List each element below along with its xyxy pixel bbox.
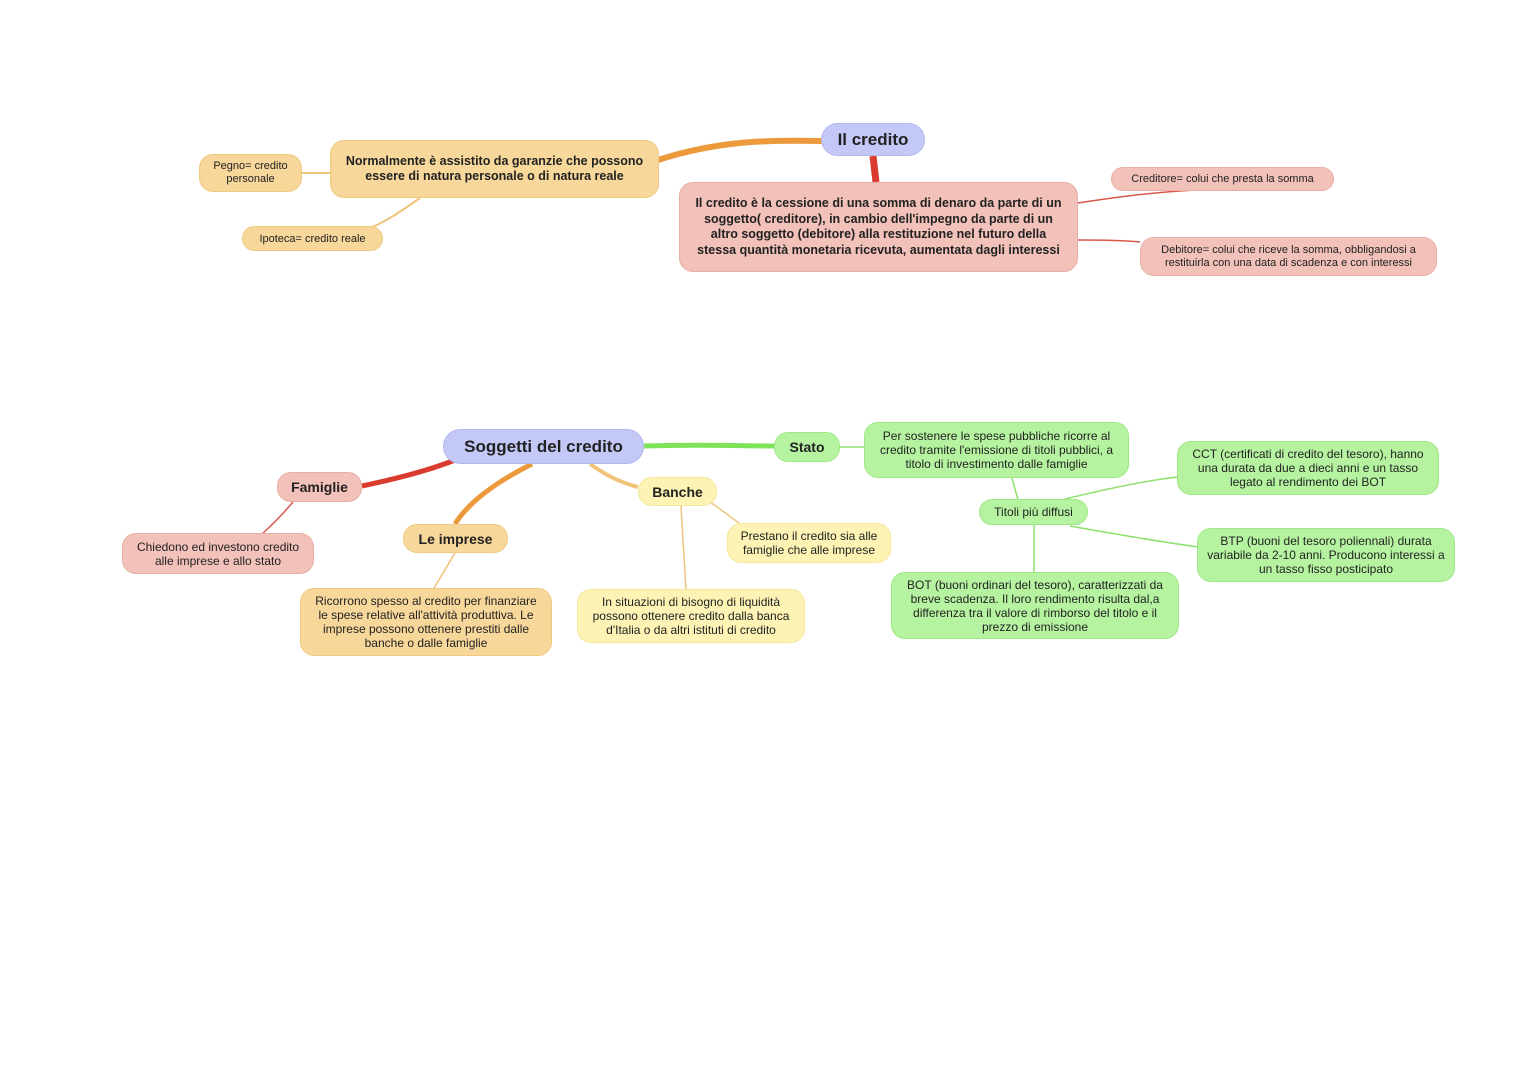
node-debitore[interactable]: Debitore= colui che riceve la somma, obb… <box>1140 237 1437 276</box>
node-creditore[interactable]: Creditore= colui che presta la somma <box>1111 167 1334 191</box>
central-node-soggetti-del-credito[interactable]: Soggetti del credito <box>443 429 644 464</box>
node-garanzie[interactable]: Normalmente è assistito da garanzie che … <box>330 140 659 198</box>
node-banche-desc-prestano[interactable]: Prestano il credito sia alle famiglie ch… <box>727 523 891 563</box>
central-node-il-credito[interactable]: Il credito <box>821 123 925 156</box>
node-stato[interactable]: Stato <box>774 432 840 462</box>
node-bot[interactable]: BOT (buoni ordinari del tesoro), caratte… <box>891 572 1179 639</box>
node-titoli-piu-diffusi[interactable]: Titoli più diffusi <box>979 499 1088 525</box>
node-famiglie[interactable]: Famiglie <box>277 472 362 502</box>
node-banche-desc-liquidita[interactable]: In situazioni di bisogno di liquidità po… <box>577 589 805 643</box>
node-cct[interactable]: CCT (certificati di credito del tesoro),… <box>1177 441 1439 495</box>
node-btp[interactable]: BTP (buoni del tesoro poliennali) durata… <box>1197 528 1455 582</box>
node-le-imprese[interactable]: Le imprese <box>403 524 508 553</box>
node-stato-desc[interactable]: Per sostenere le spese pubbliche ricorre… <box>864 422 1129 478</box>
node-imprese-desc[interactable]: Ricorrono spesso al credito per finanzia… <box>300 588 552 656</box>
node-famiglie-desc[interactable]: Chiedono ed investono credito alle impre… <box>122 533 314 574</box>
node-pegno[interactable]: Pegno= credito personale <box>199 154 302 192</box>
node-banche[interactable]: Banche <box>638 477 717 506</box>
node-definizione-credito[interactable]: Il credito è la cessione di una somma di… <box>679 182 1078 272</box>
node-ipoteca[interactable]: Ipoteca= credito reale <box>242 226 383 251</box>
